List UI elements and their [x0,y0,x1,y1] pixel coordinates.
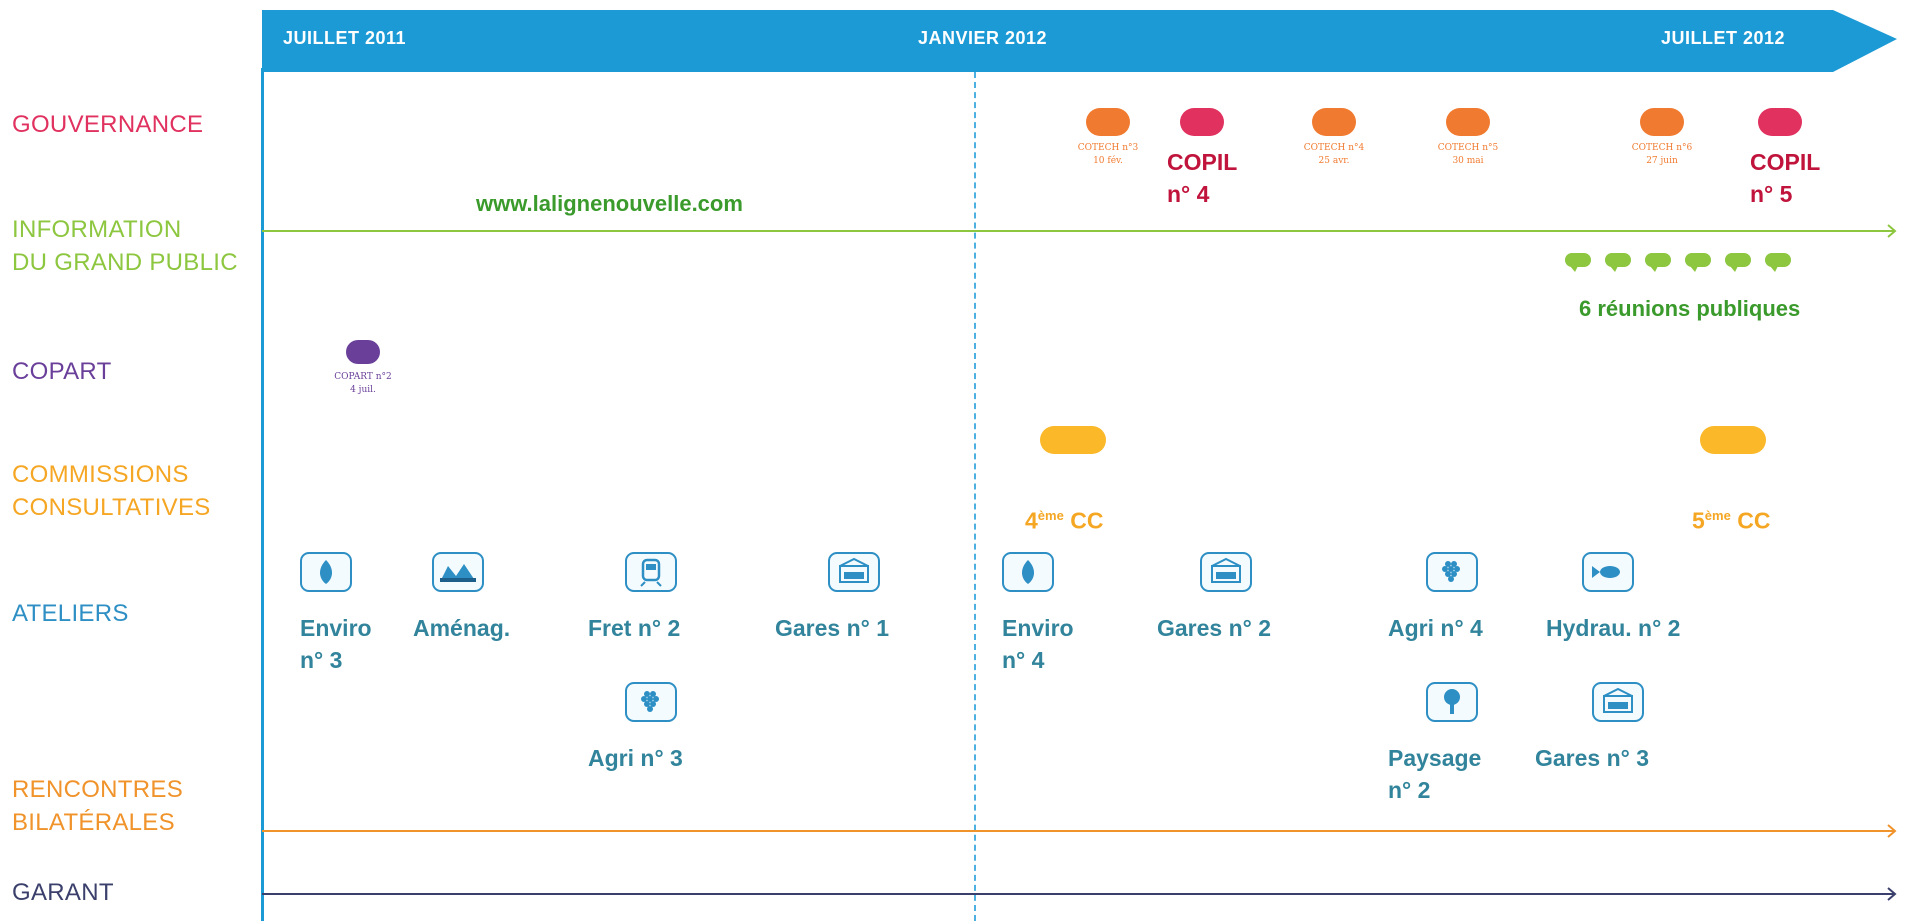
header-label-mid: JANVIER 2012 [918,28,1048,48]
header-label-start: JUILLET 2011 [283,28,407,48]
atelier-label-enviro-4: Enviro n° 4 [1002,615,1074,673]
cc-4-marker [1040,426,1106,454]
website-label: www.lalignenouvelle.com [476,191,743,216]
garant-arrow [262,887,1897,901]
cotech-5-marker [1446,108,1490,136]
copil-4-marker [1180,108,1224,136]
public-meeting-bubble-icon [1645,253,1671,272]
cotech-4-caption: COTECH n°4 25 avr. [1303,143,1365,166]
atelier-label-gares-3: Gares n° 3 [1535,745,1650,771]
landscape-icon [432,552,484,592]
tree-icon [1426,682,1478,722]
cotech-6-caption: COTECH n°6 27 juin [1631,143,1693,166]
train-icon [625,552,677,592]
copil-5-marker [1758,108,1802,136]
atelier-label-enviro-3: Enviro n° 3 [300,615,372,673]
cc-4-label: 4ème CC [1025,468,1103,537]
copil-4-label: COPIL n° 4 [1167,149,1238,207]
header-label-end: JUILLET 2012 [1661,28,1786,48]
row-label-garant: GARANT [12,879,114,906]
copil-5-label: COPIL n° 5 [1750,149,1821,207]
cotech-3-marker [1086,108,1130,136]
public-meetings-label: 6 réunions publiques [1579,296,1801,321]
rencontres-arrow [262,824,1897,838]
cotech-4-marker [1312,108,1356,136]
public-meeting-bubble-icon [1725,253,1751,272]
copart-2-caption: COPART n°2 4 juil. [334,372,392,395]
atelier-label-paysage-2: Paysage n° 2 [1388,745,1482,803]
cc-4-suffix: ème [1037,508,1064,523]
station-icon [1200,552,1252,592]
copart-2-marker [346,340,380,364]
leaf-icon [1002,552,1054,592]
leaf-icon [300,552,352,592]
grapes-icon [1426,552,1478,592]
atelier-label-amenag: Aménag. [413,615,511,641]
row-label-commissions: COMMISSIONS CONSULTATIVES [12,461,211,521]
fish-icon [1582,552,1634,592]
atelier-label-hydrau-2: Hydrau. n° 2 [1546,615,1681,641]
january-divider-line [974,72,976,921]
atelier-label-gares-1: Gares n° 1 [775,615,890,641]
public-meeting-bubble-icon [1685,253,1711,272]
public-meeting-bubble-icon [1765,253,1791,272]
information-arrow [262,224,1897,238]
row-label-ateliers: ATELIERS [12,600,129,627]
atelier-label-fret-2: Fret n° 2 [588,615,681,641]
grapes-icon [625,682,677,722]
atelier-label-agri-4: Agri n° 4 [1388,615,1483,641]
row-label-gouvernance: GOUVERNANCE [12,111,204,138]
public-meeting-bubble-icon [1605,253,1631,272]
public-meeting-bubble-icon [1565,253,1591,272]
atelier-label-agri-3: Agri n° 3 [588,745,683,771]
atelier-label-gares-2: Gares n° 2 [1157,615,1272,641]
row-label-information: INFORMATION DU GRAND PUBLIC [12,216,238,276]
row-label-copart: COPART [12,358,112,385]
cc-5-number: 5 [1692,507,1705,534]
cc-5-suffix: ème [1704,508,1731,523]
cc-4-number: 4 [1025,507,1038,534]
timeline-header-arrow [262,10,1897,72]
timeline-left-axis [261,68,264,921]
cotech-3-caption: COTECH n°3 10 fév. [1077,143,1139,166]
cotech-6-marker [1640,108,1684,136]
station-icon [828,552,880,592]
cc-5-label: 5ème CC [1692,468,1770,537]
station-icon [1592,682,1644,722]
cotech-5-caption: COTECH n°5 30 mai [1437,143,1499,166]
cc-4-tail: CC [1063,507,1104,534]
cc-5-tail: CC [1730,507,1771,534]
cc-5-marker [1700,426,1766,454]
row-label-rencontres: RENCONTRES BILATÉRALES [12,776,184,836]
